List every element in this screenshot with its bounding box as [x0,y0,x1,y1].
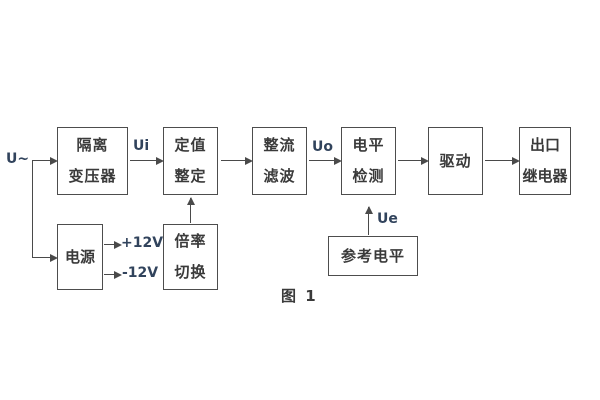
input-branch-line [32,160,33,258]
label-plus-12v: +12V [121,235,164,251]
block-label-line: 隔离 [76,136,109,154]
block-label-line: 继电器 [522,167,568,185]
block-label-line: 电平 [352,136,385,154]
block-label-line: 滤波 [263,167,296,185]
label-ui: Ui [133,138,150,154]
block-label-line: 变压器 [68,167,117,185]
block-reference-level: 参考电平 [328,236,418,276]
arrow-uo [309,156,342,165]
arrow-setting-to-rectifier [221,156,253,165]
block-level-detector: 电平 检测 [341,127,396,195]
block-label-line: 出口 [529,136,560,154]
block-label-line: 定值 [174,136,207,154]
label-input-voltage: U~ [6,151,30,167]
block-output-relay: 出口 继电器 [519,127,571,195]
arrow-input-to-power [32,253,58,262]
label-minus-12v: -12V [122,265,159,281]
arrow-ratio-to-setting [186,197,195,223]
block-label-line: 整流 [263,136,296,154]
block-power-supply: 电源 [57,224,103,290]
block-rectifier-filter: 整流 滤波 [252,127,307,195]
block-driver: 驱动 [428,127,483,195]
block-label-line: 驱动 [439,151,472,170]
block-ratio-switch: 倍率 切换 [163,224,218,290]
block-isolation-transformer: 隔离 变压器 [57,127,128,195]
arrow-input-to-transformer [32,156,58,165]
block-label-line: 倍率 [174,232,207,250]
arrow-ue-reference-to-detector [364,206,373,235]
block-label-line: 参考电平 [340,246,405,265]
label-uo: Uo [312,139,333,155]
arrow-plus-12v [104,240,122,249]
label-ue: Ue [377,211,398,227]
block-label-line: 检测 [352,167,385,185]
arrow-ui [130,156,164,165]
block-label-line: 整定 [174,167,207,185]
block-label-line: 切换 [174,263,207,281]
block-label-line: 电源 [64,247,95,266]
arrow-driver-to-relay [485,156,520,165]
block-setting-adjustment: 定值 整定 [163,127,218,195]
arrow-minus-12v [104,270,122,279]
arrow-detector-to-driver [398,156,429,165]
figure-caption: 图 1 [281,287,318,305]
